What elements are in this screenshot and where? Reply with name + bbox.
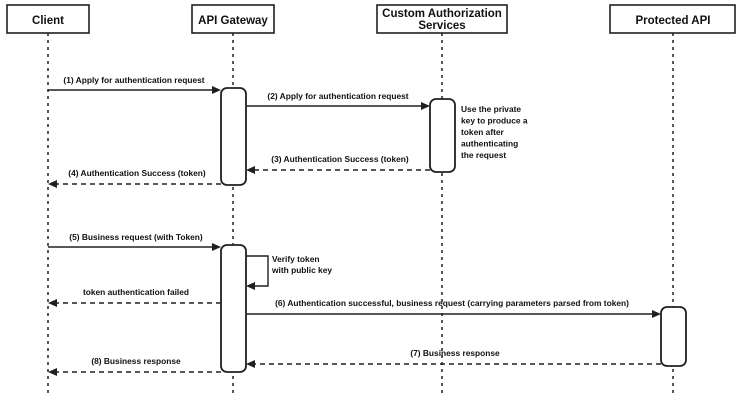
participant-box-custom-authorization-services[interactable] bbox=[376, 4, 508, 34]
participant-client[interactable]: Client bbox=[6, 4, 90, 34]
arrowhead-2 bbox=[421, 102, 430, 110]
arrowhead-token-authentication-failed bbox=[48, 299, 57, 307]
message-2[interactable]: (2) Apply for authentication request bbox=[246, 91, 430, 110]
participant-label-api-gateway: API Gateway bbox=[198, 15, 268, 27]
self-message-label-verify-token-line1: Verify token bbox=[272, 254, 319, 264]
self-message-line-verify-token bbox=[246, 255, 269, 287]
participant-box-protected-api[interactable] bbox=[609, 4, 736, 34]
message-token-authentication-failed[interactable]: token authentication failed bbox=[48, 287, 221, 307]
self-message-verify-token[interactable]: Verify token with public key bbox=[246, 254, 332, 290]
activation-bar-protected-api[interactable] bbox=[660, 306, 687, 367]
arrowhead-6 bbox=[652, 310, 661, 318]
participant-protected-api[interactable]: Protected API bbox=[609, 4, 736, 34]
participant-label-custom-authorization-services-line2: Services bbox=[418, 20, 465, 32]
activation-bar-api-gateway-auth[interactable] bbox=[220, 87, 247, 186]
arrowhead-3 bbox=[246, 166, 255, 174]
message-label-1: (1) Apply for authentication request bbox=[63, 75, 204, 85]
note-line-1: Use the private bbox=[461, 104, 521, 114]
activation-bar-custom-authorization-services[interactable] bbox=[429, 98, 456, 173]
message-6[interactable]: (6) Authentication successful, business … bbox=[246, 298, 661, 318]
message-label-2: (2) Apply for authentication request bbox=[267, 91, 408, 101]
message-4[interactable]: (4) Authentication Success (token) bbox=[48, 168, 221, 188]
message-label-4: (4) Authentication Success (token) bbox=[68, 168, 206, 178]
participant-box-api-gateway[interactable] bbox=[191, 4, 275, 34]
participant-label-custom-authorization-services-line1: Custom Authorization bbox=[382, 8, 502, 20]
message-label-7: (7) Business response bbox=[410, 348, 500, 358]
message-3[interactable]: (3) Authentication Success (token) bbox=[246, 154, 430, 174]
activation-bars bbox=[220, 87, 687, 373]
note-private-key: Use the private key to produce a token a… bbox=[461, 104, 528, 160]
arrowhead-8 bbox=[48, 368, 57, 376]
participant-custom-authorization-services[interactable]: Custom Authorization Services bbox=[376, 4, 508, 34]
note-line-4: authenticating bbox=[461, 139, 518, 149]
message-label-8: (8) Business response bbox=[91, 356, 181, 366]
arrowhead-4 bbox=[48, 180, 57, 188]
participant-label-client: Client bbox=[32, 15, 64, 27]
message-1[interactable]: (1) Apply for authentication request bbox=[48, 75, 221, 94]
message-label-5: (5) Business request (with Token) bbox=[69, 232, 203, 242]
note-line-2: key to produce a bbox=[461, 116, 528, 126]
lifelines bbox=[47, 33, 674, 396]
arrowhead-self-verify-token bbox=[246, 282, 255, 290]
message-label-3: (3) Authentication Success (token) bbox=[271, 154, 409, 164]
message-label-token-authentication-failed: token authentication failed bbox=[83, 287, 189, 297]
arrowhead-7 bbox=[246, 360, 255, 368]
arrowhead-1 bbox=[212, 86, 221, 94]
note-line-5: the request bbox=[461, 150, 506, 160]
message-label-6: (6) Authentication successful, business … bbox=[275, 298, 629, 308]
note-line-3: token after bbox=[461, 127, 505, 137]
participant-box-client[interactable] bbox=[6, 4, 90, 34]
participant-label-protected-api: Protected API bbox=[636, 15, 711, 27]
self-message-label-verify-token-line2: with public key bbox=[271, 265, 332, 275]
message-5[interactable]: (5) Business request (with Token) bbox=[48, 232, 221, 251]
participant-api-gateway[interactable]: API Gateway bbox=[191, 4, 275, 34]
message-7[interactable]: (7) Business response bbox=[246, 348, 661, 368]
arrowhead-5 bbox=[212, 243, 221, 251]
message-8[interactable]: (8) Business response bbox=[48, 356, 221, 376]
activation-bar-api-gateway-business[interactable] bbox=[220, 244, 247, 373]
